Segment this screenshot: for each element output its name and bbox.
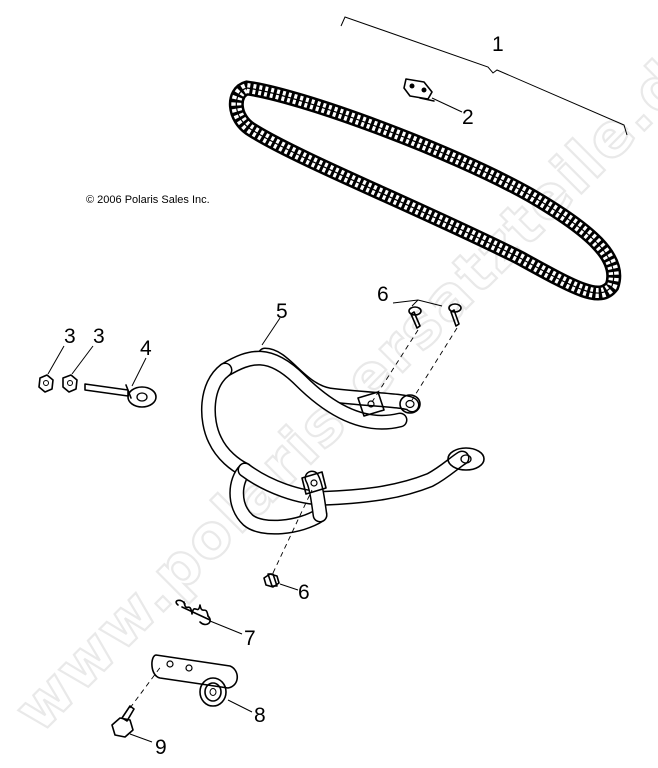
pivot-bolt xyxy=(111,705,135,738)
callout-8: 8 xyxy=(254,704,266,727)
bolt-upper-b xyxy=(448,303,462,327)
callout-9-leader xyxy=(129,733,153,743)
callout-7: 7 xyxy=(244,627,256,650)
callout-7-leader xyxy=(209,620,243,635)
callout-4-leader xyxy=(131,357,147,387)
tensioner-frame xyxy=(200,347,485,535)
callout-5: 5 xyxy=(276,300,288,323)
callout-2: 2 xyxy=(462,106,474,129)
callout-1: 1 xyxy=(492,33,504,56)
callout-1-bracket xyxy=(340,16,628,136)
copyright-text: © 2006 Polaris Sales Inc. xyxy=(86,194,210,206)
callout-3a: 3 xyxy=(64,325,76,348)
drive-chain xyxy=(228,80,622,301)
nut-a xyxy=(38,374,54,393)
callout-4-label: 4 xyxy=(140,337,152,360)
bolt-lower-centerline xyxy=(272,489,313,574)
bolt-upper-a xyxy=(408,306,422,329)
callout-2-leader xyxy=(431,97,463,113)
callout-6a-leader-b xyxy=(411,299,419,307)
callout-5-leader xyxy=(261,317,281,346)
master-link xyxy=(403,78,435,102)
callout-6b-leader xyxy=(279,583,299,591)
callout-6a: 6 xyxy=(377,283,389,306)
callout-3b-leader xyxy=(71,345,94,375)
bolt-lower xyxy=(263,573,280,588)
watermark-text: www.polaris-ersatzteile.de xyxy=(1,17,658,746)
tension-spring xyxy=(175,599,211,626)
callout-9: 9 xyxy=(155,736,167,759)
callout-3a-leader xyxy=(47,345,65,375)
callout-3b: 3 xyxy=(93,325,105,348)
tensioner-arm xyxy=(151,654,239,707)
eye-bolt xyxy=(84,383,157,408)
nut-b xyxy=(62,374,78,393)
callout-6b: 6 xyxy=(298,581,310,604)
callout-8-leader xyxy=(227,699,253,713)
bolt-9-centerline xyxy=(129,664,163,709)
